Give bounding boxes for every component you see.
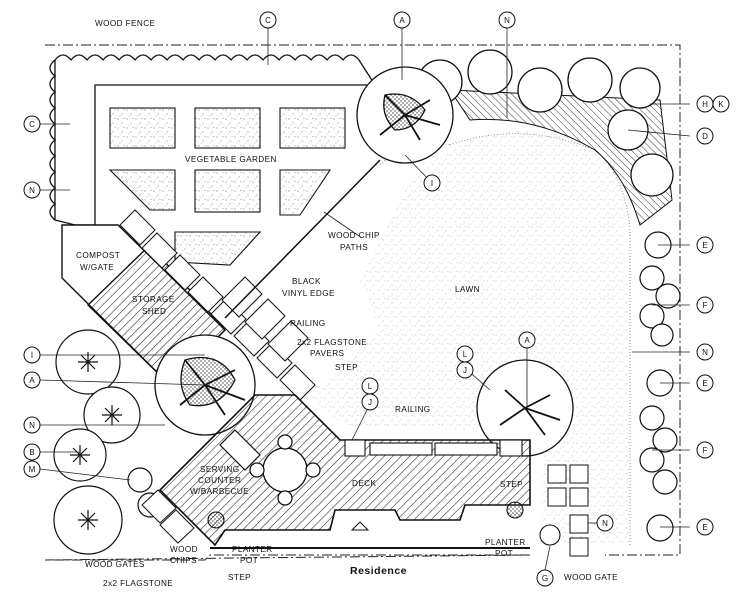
label-serving: SERVING: [200, 465, 240, 474]
label-step-right: STEP: [500, 480, 523, 489]
vinyl-edge-line: [224, 159, 381, 319]
flagstone-bottom-left: [141, 489, 195, 544]
flagstone-path: [119, 209, 316, 401]
key-left-m: M: [29, 465, 36, 474]
key-right-e1: E: [702, 241, 707, 250]
label-planter-left-1: PLANTER: [232, 545, 273, 554]
label-wood-fence: WOOD FENCE: [95, 19, 156, 28]
label-planter-right-2: POT: [495, 549, 513, 558]
key-bot-g: G: [542, 574, 548, 583]
key-mid-l2: L: [368, 382, 373, 391]
label-wood-chip: WOOD CHIP: [328, 231, 380, 240]
key-right-f1: F: [703, 301, 708, 310]
tree-top: [356, 66, 454, 164]
label-flagstone-pavers-1: 2x2 FLAGSTONE: [297, 338, 367, 347]
key-top-c: C: [265, 16, 271, 25]
label-compost: COMPOST: [76, 251, 120, 260]
key-right-e3: E: [702, 523, 707, 532]
left-shrubs: [53, 329, 163, 555]
key-right-e2: E: [702, 379, 707, 388]
key-circles: [23, 11, 730, 587]
label-deck: DECK: [352, 479, 376, 488]
railing: [344, 439, 523, 457]
label-shed: SHED: [142, 307, 166, 316]
key-left-i: I: [31, 351, 33, 360]
key-mid-j2: J: [368, 398, 372, 407]
key-letters: C A N C N I A N B M I H K D E F N E F E …: [29, 16, 725, 583]
property-line: [44, 44, 681, 561]
label-storage: STORAGE: [132, 295, 175, 304]
deck: [158, 394, 531, 547]
vegetable-beds: [108, 107, 346, 266]
label-railing-lower: RAILING: [395, 405, 431, 414]
key-bot-n: N: [602, 519, 608, 528]
label-residence: Residence: [350, 565, 407, 577]
label-wood-gate: WOOD GATE: [564, 573, 618, 582]
label-flagstone-pavers-2: PAVERS: [310, 349, 345, 358]
key-mid-j1: J: [463, 366, 467, 375]
label-compost-gate: W/GATE: [80, 263, 114, 272]
key-left-n2: N: [29, 421, 35, 430]
label-paths: PATHS: [340, 243, 368, 252]
label-counter: COUNTER: [198, 476, 241, 485]
label-wood-chips-1: WOOD: [170, 545, 198, 554]
patio-table: [249, 434, 321, 506]
label-wood-chips-2: CHIPS: [170, 556, 197, 565]
key-left-n1: N: [29, 186, 35, 195]
left-shrub-centers: [70, 352, 122, 530]
key-left-c: C: [29, 120, 35, 129]
key-right-f2: F: [703, 446, 708, 455]
planter-pots: [207, 501, 561, 546]
key-right-d: D: [702, 132, 708, 141]
label-step-bottom: STEP: [228, 573, 251, 582]
key-top-a: A: [399, 16, 405, 25]
leader-lines: [39, 28, 691, 571]
label-planter-right-1: PLANTER: [485, 538, 526, 547]
key-left-b: B: [29, 448, 34, 457]
key-mid-l1: L: [463, 350, 468, 359]
label-vegetable-garden: VEGETABLE GARDEN: [185, 155, 277, 164]
labels: WOOD FENCE VEGETABLE GARDEN WOOD CHIP PA…: [76, 19, 618, 588]
label-black: BLACK: [292, 277, 321, 286]
label-barbecue: W/BARBECUE: [190, 487, 249, 496]
key-mid-i: I: [431, 179, 433, 188]
label-lawn: LAWN: [455, 285, 480, 294]
right-border-shrubs: [639, 231, 681, 542]
key-right-n: N: [702, 348, 708, 357]
flagstone-squares-right: [547, 464, 589, 557]
key-top-n: N: [504, 16, 510, 25]
label-step-upper: STEP: [335, 363, 358, 372]
label-vinyl-edge: VINYL EDGE: [282, 289, 335, 298]
label-railing-upper: RAILING: [290, 319, 326, 328]
key-right-h: H: [702, 100, 708, 109]
label-planter-left-2: POT: [240, 556, 258, 565]
fence-hedge: [49, 54, 377, 226]
label-flagstone-bottom: 2x2 FLAGSTONE: [103, 579, 173, 588]
key-mid-a: A: [524, 336, 530, 345]
label-wood-gates: WOOD GATES: [85, 560, 145, 569]
key-right-k: K: [718, 100, 724, 109]
key-left-a: A: [29, 376, 35, 385]
serving-counter: [219, 429, 261, 471]
residence-marker: [350, 521, 370, 531]
